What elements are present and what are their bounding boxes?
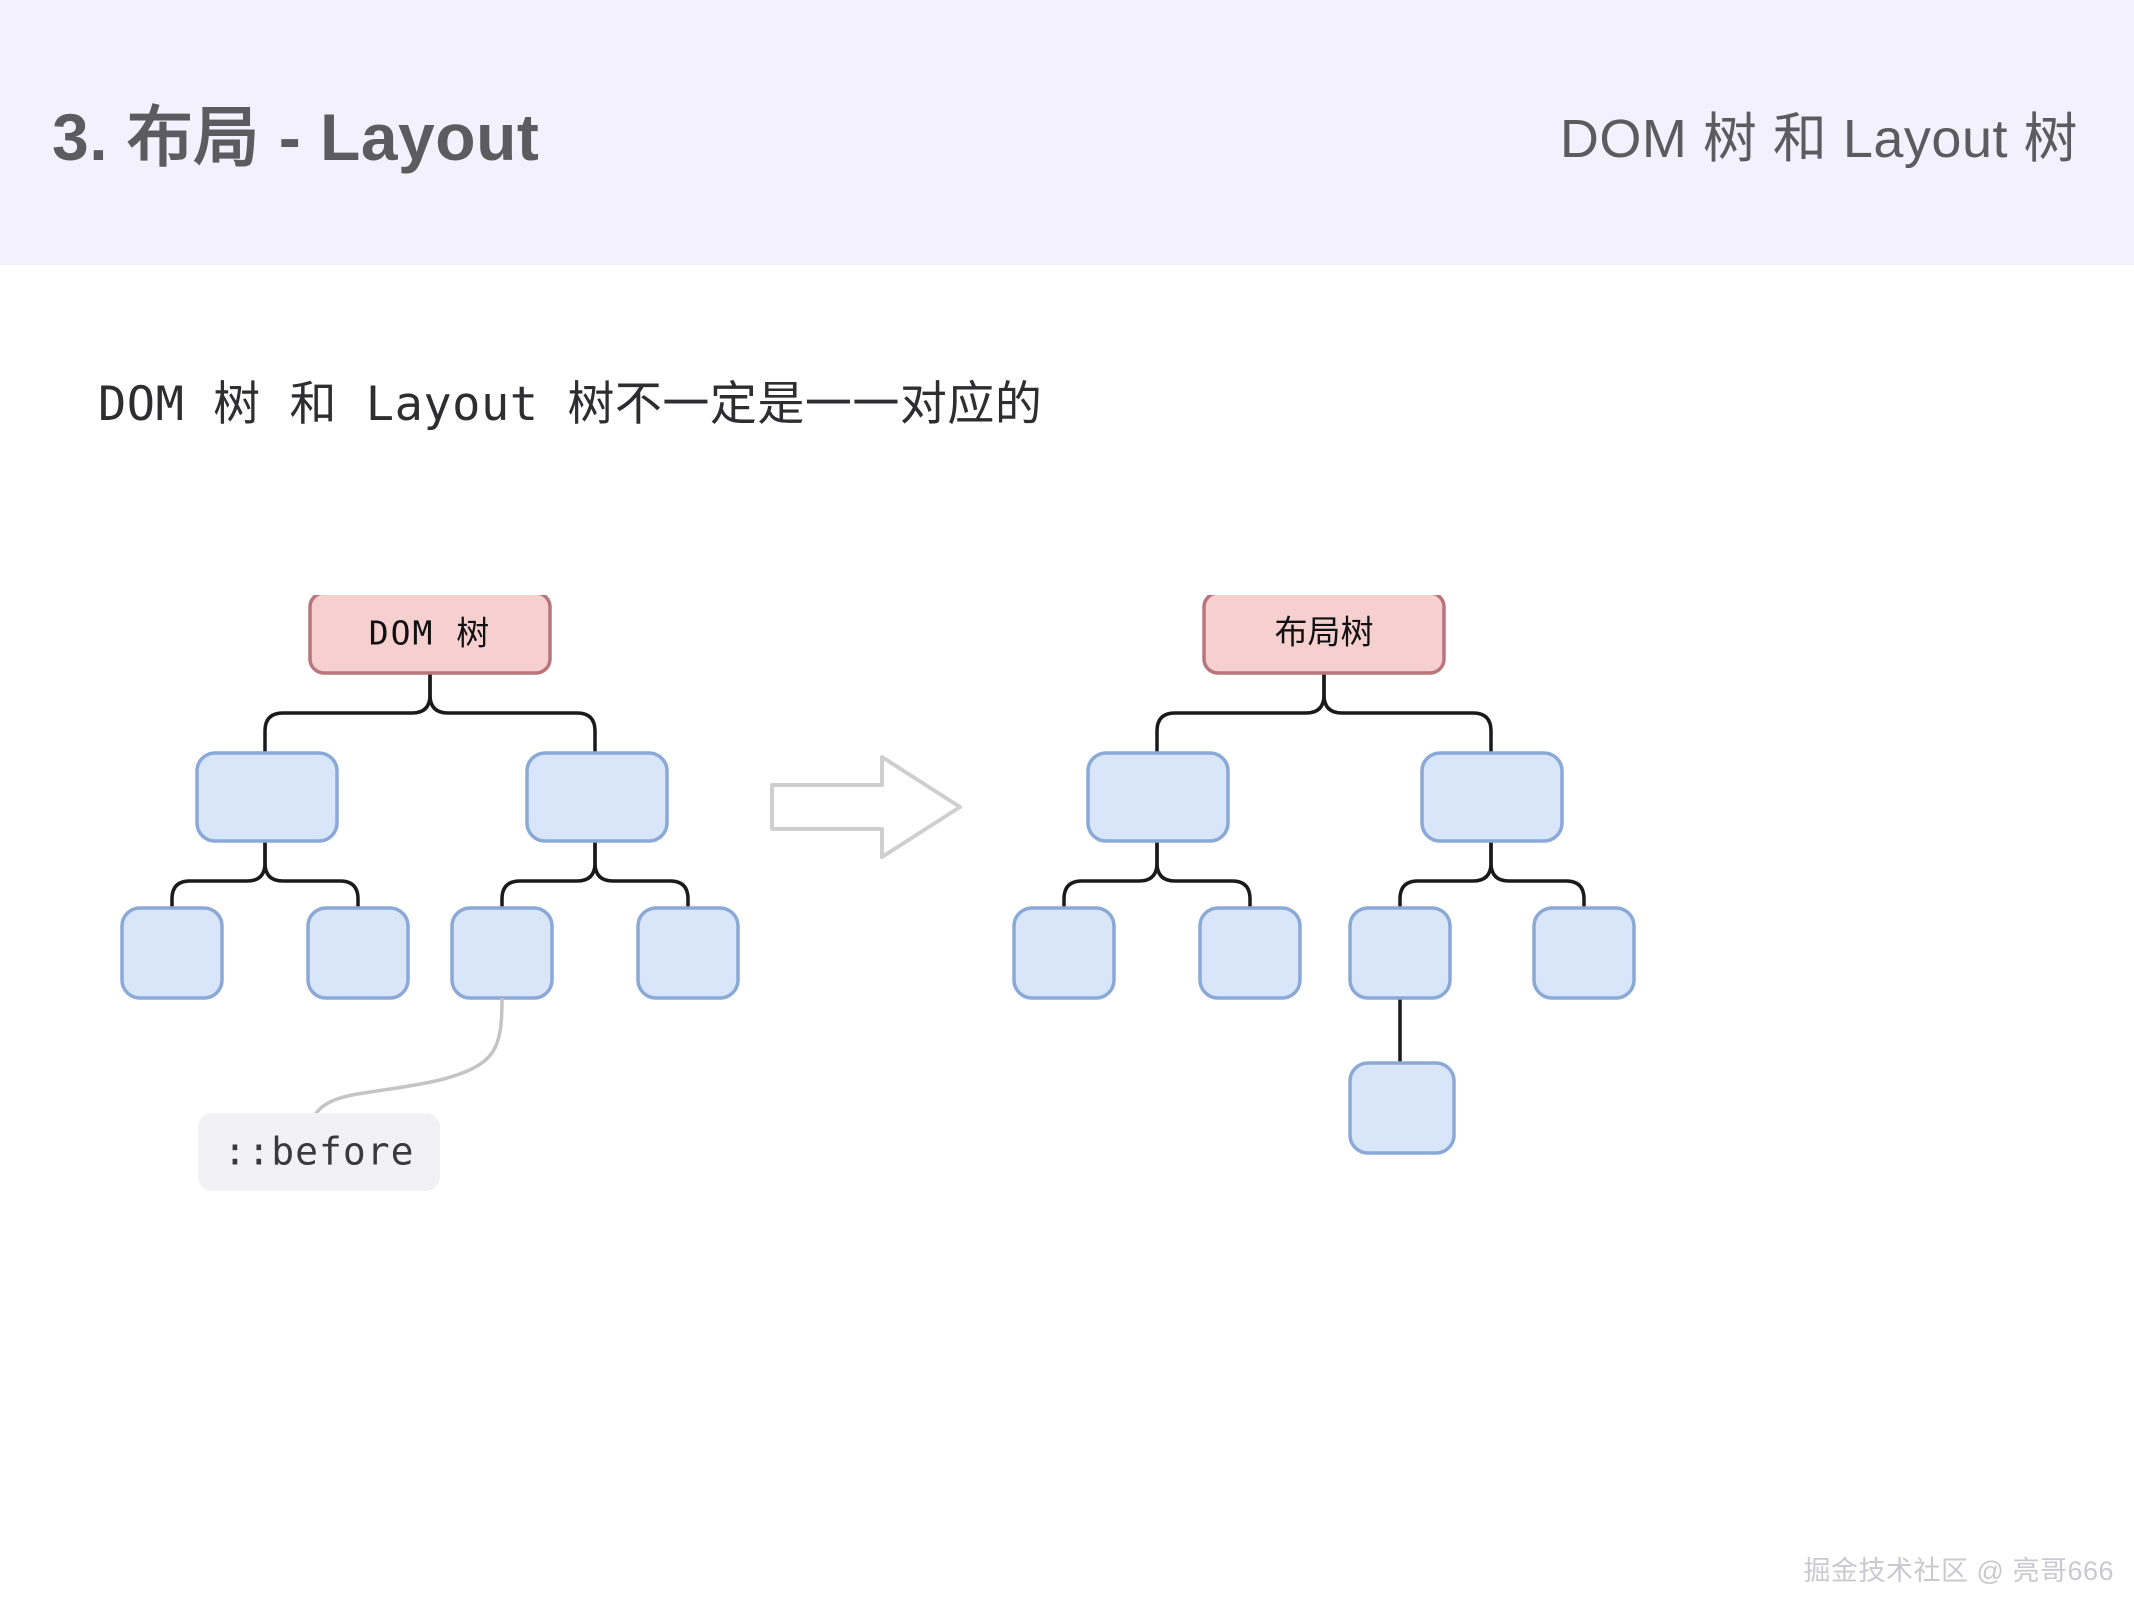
right-tree-l2-node-2[interactable] [1420, 751, 1564, 843]
before-callout-box[interactable] [198, 1113, 440, 1191]
right-tree-root-node[interactable]: 布局树 [1202, 595, 1446, 675]
before-callout: ::before [198, 997, 504, 1191]
right-arrow-icon [770, 755, 962, 859]
right-tree-leaf-2[interactable] [1198, 906, 1302, 1000]
right-tree-leaf-4[interactable] [1532, 906, 1636, 1000]
tree-comparison-diagram: DOM 树 ::before [0, 595, 2134, 1495]
edge-l2a-to-leaf1 [170, 840, 267, 908]
left-tree-leaf-2[interactable] [306, 906, 410, 1000]
before-callout-label: ::before [223, 1130, 414, 1174]
edge-l2a-to-leaf2 [1155, 840, 1252, 908]
edge-root-to-l2-a [1155, 673, 1326, 753]
edge-l2b-to-leaf4 [593, 840, 690, 908]
right-tree-leaf-1[interactable] [1012, 906, 1116, 1000]
edge-root-to-l2-b [1322, 673, 1493, 753]
left-tree-l2-node-1[interactable] [195, 751, 339, 843]
right-tree-layout: 布局树 [1012, 595, 1636, 1155]
right-tree-pseudo-node[interactable] [1348, 1061, 1456, 1155]
slide-header: 3. 布局 - Layout DOM 树 和 Layout 树 [0, 0, 2134, 265]
header-subtitle: DOM 树 和 Layout 树 [1559, 109, 2078, 169]
arrow-shape [770, 755, 962, 859]
left-tree-root-label: DOM 树 [369, 614, 491, 653]
edge-l2a-to-leaf1 [1062, 840, 1159, 908]
slide-body: DOM 树 和 Layout 树不一定是一一对应的 DOM 树 [0, 265, 2134, 1600]
lead-text: DOM 树 和 Layout 树不一定是一一对应的 [98, 377, 1043, 432]
edge-root-to-l2-a [263, 673, 432, 753]
left-tree-root-node[interactable]: DOM 树 [308, 595, 552, 675]
edge-l2b-to-leaf3 [500, 840, 597, 908]
left-tree-l2-node-2[interactable] [525, 751, 669, 843]
left-tree-dom: DOM 树 [120, 595, 740, 1000]
edge-l2a-to-leaf2 [263, 840, 360, 908]
page-title: 3. 布局 - Layout [52, 100, 540, 174]
left-tree-leaf-4[interactable] [636, 906, 740, 1000]
edge-l2b-to-leaf3 [1398, 840, 1493, 908]
right-tree-leaf-3[interactable] [1348, 906, 1452, 1000]
right-tree-root-label: 布局树 [1275, 614, 1374, 651]
left-tree-leaf-3[interactable] [450, 906, 554, 1000]
callout-connector-curve [313, 997, 504, 1116]
footer-watermark: 掘金技术社区 @ 亮哥666 [1803, 1556, 2114, 1586]
root-node-box[interactable] [1202, 595, 1446, 675]
right-tree-l2-node-1[interactable] [1086, 751, 1230, 843]
left-tree-leaf-1[interactable] [120, 906, 224, 1000]
root-node-box[interactable] [308, 595, 552, 675]
edge-l2b-to-leaf4 [1489, 840, 1586, 908]
edge-root-to-l2-b [428, 673, 597, 753]
